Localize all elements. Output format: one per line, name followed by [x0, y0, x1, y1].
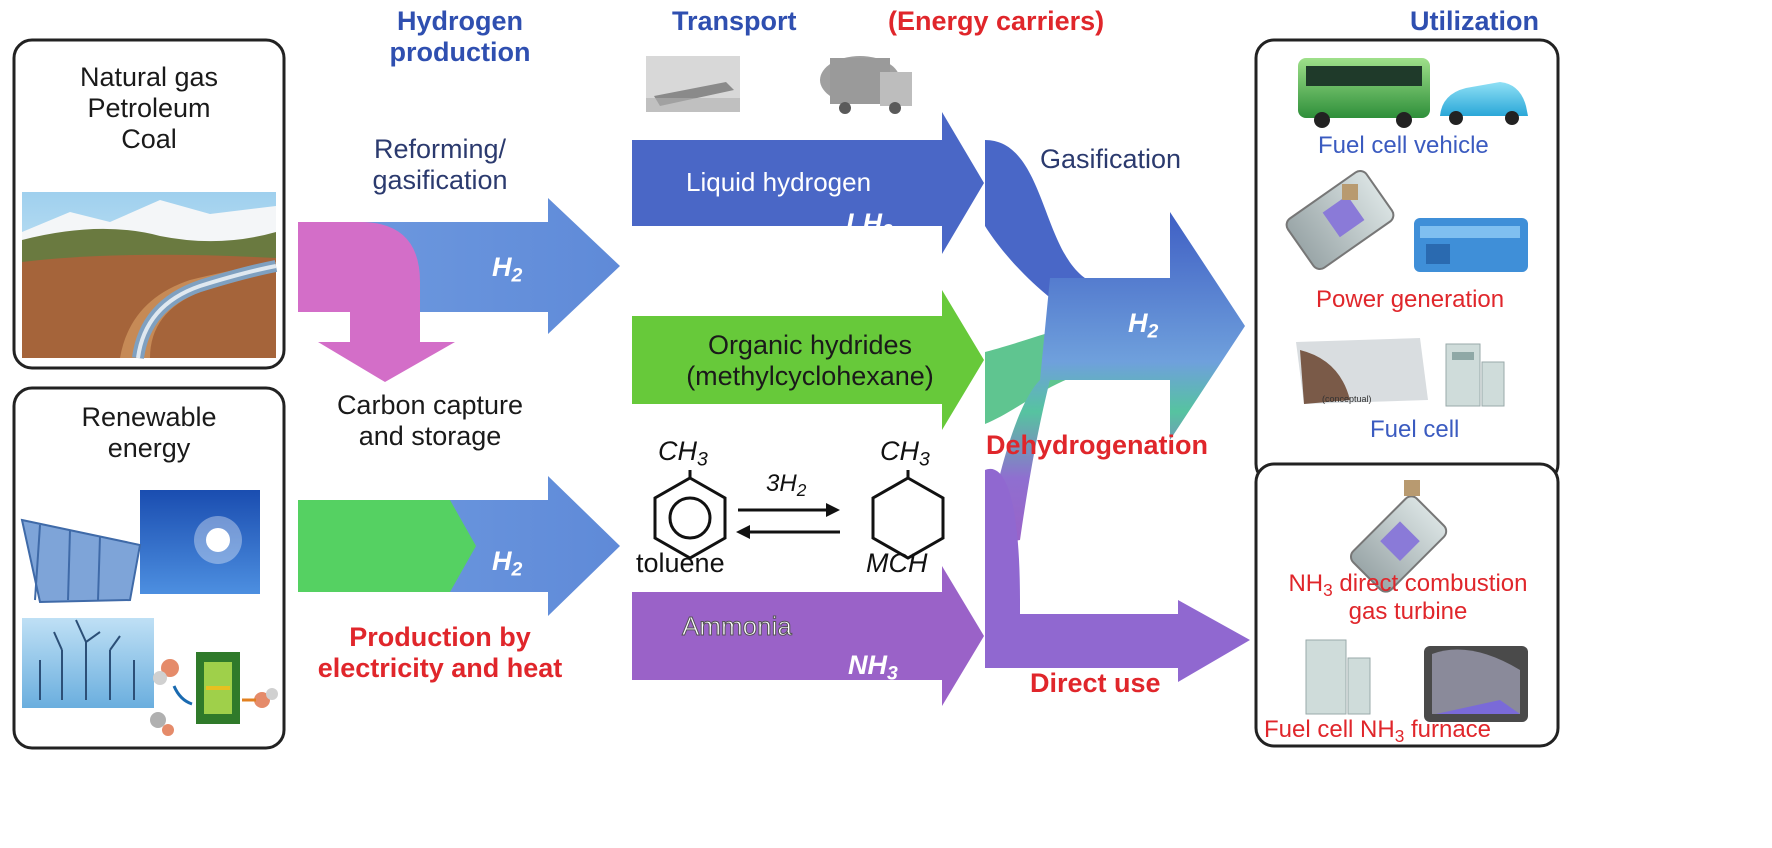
wind-turbine-image — [22, 618, 154, 708]
mch-structure-label: MCH — [866, 548, 928, 578]
solar-image — [20, 490, 260, 604]
direct-use-branch — [985, 468, 1250, 682]
nh3-turbine-label: NH3 direct combustion gas turbine — [1288, 570, 1528, 625]
gas-turbine-image-bottom — [1349, 480, 1448, 593]
organic-hydrides-label: Organic hydrides (methylcyclohexane) — [686, 330, 934, 392]
conceptual-caption: (conceptual) — [1322, 394, 1372, 404]
gasification-label: Gasification — [1040, 144, 1182, 174]
power-plant-image — [1414, 218, 1528, 272]
toluene-structure — [653, 470, 727, 560]
fuel-cell-unit-image — [1445, 343, 1505, 407]
tanker-ship-image — [646, 56, 740, 112]
fuel-cell-bus-image — [1298, 58, 1430, 128]
power-generation-label: Power generation — [1316, 286, 1505, 313]
dehydrogenation-label: Dehydrogenation — [986, 430, 1209, 460]
lh2-label: LH2 — [846, 208, 893, 243]
ccs-label: Carbon capture and storage — [336, 390, 524, 452]
nh3-furnace-image — [1424, 646, 1528, 722]
toluene-ch3-label: CH3 — [658, 436, 708, 471]
mch-arrow — [632, 290, 984, 430]
pipeline-landscape-image — [22, 192, 278, 359]
mch-structure — [871, 470, 945, 560]
h2-merge-arrow — [985, 212, 1245, 545]
fuel-cell-nh3-furnace-label: Fuel cell NH3 furnace — [1264, 716, 1492, 746]
reaction-arrows — [736, 503, 840, 539]
water-electrolysis-image — [150, 652, 278, 736]
renewable-feed-shape — [298, 500, 476, 592]
reagent-3h2-label: 3H2 — [766, 470, 807, 500]
h2-label-lower: H2 — [492, 546, 523, 581]
liquid-hydrogen-label: Liquid hydrogen — [686, 167, 872, 197]
header-energy-carriers: (Energy carriers) — [888, 6, 1105, 36]
h2-merged-label: H2 — [1128, 308, 1159, 343]
tank-truck-image — [820, 56, 912, 114]
mch-carrier-label: MCH — [840, 400, 902, 430]
h2-label-upper: H2 — [492, 252, 523, 287]
fuel-cell-conceptual-image: (conceptual) — [1296, 338, 1428, 404]
header-transport: Transport — [672, 6, 797, 36]
lh2-arrow — [632, 112, 984, 254]
nh3-fuel-cell-image — [1305, 639, 1371, 715]
renewable-label: Renewable energy — [81, 402, 217, 464]
gas-turbine-image-top — [1285, 170, 1395, 270]
fuel-cell-car-image — [1440, 82, 1528, 125]
direct-use-label: Direct use — [1030, 668, 1161, 698]
reforming-label: Reforming/ gasification — [372, 134, 508, 196]
nh3-carrier-label: NH3 — [848, 650, 898, 685]
fuel-cell-label: Fuel cell — [1370, 416, 1460, 443]
fossil-sources-label: Natural gas Petroleum Coal — [79, 62, 219, 155]
ccs-arrow — [298, 222, 455, 382]
electricity-production-label: Production by electricity and heat — [317, 622, 563, 684]
fuel-cell-vehicle-label: Fuel cell vehicle — [1318, 132, 1489, 159]
header-hydrogen-production: Hydrogen production — [389, 6, 531, 68]
header-utilization: Utilization — [1410, 6, 1539, 36]
toluene-label: toluene — [636, 548, 725, 578]
ammonia-label: Ammonia — [682, 611, 793, 642]
mch-ch3-label: CH3 — [880, 436, 930, 471]
nh3-arrow — [632, 566, 984, 706]
